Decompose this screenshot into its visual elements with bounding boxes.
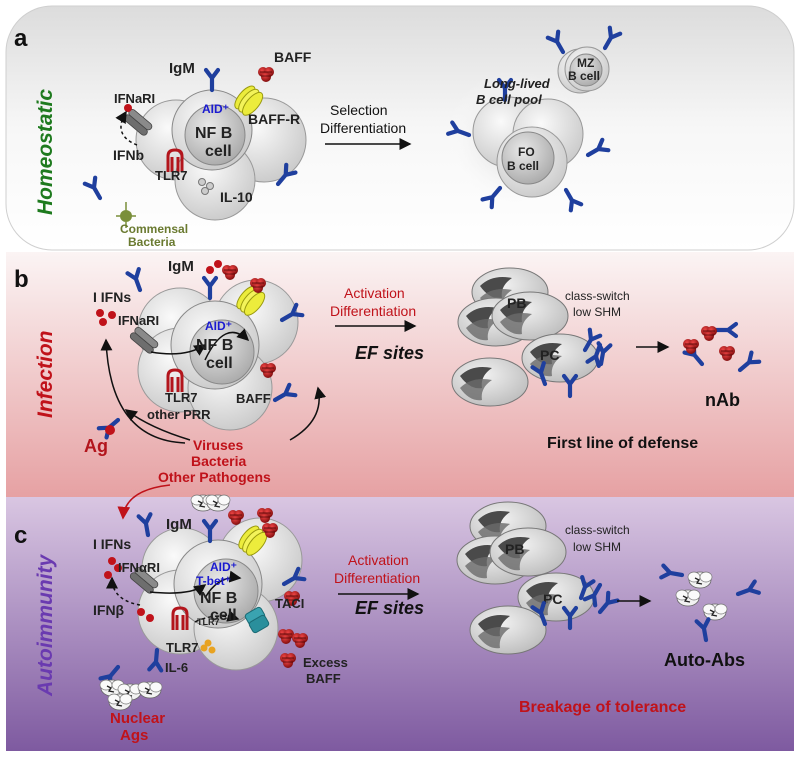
b-cell-cluster-a <box>135 89 307 221</box>
label-c-il6: IL-6 <box>165 660 188 675</box>
label-b-ifnari: IFNaRI <box>118 313 159 328</box>
label-c-i-ifns: I IFNs <box>93 536 131 552</box>
nuclear-antigen-icon <box>675 589 701 607</box>
label-b-baff: BAFF <box>236 391 271 406</box>
label-c-cs-2: low SHM <box>573 540 621 554</box>
label-c-tbet: T-bet⁺ <box>196 574 231 588</box>
label-c-cell-2: cell <box>210 607 237 624</box>
label-baff-r: BAFF-R <box>248 111 300 127</box>
label-b-aid: AID⁺ <box>205 319 232 333</box>
panel-c-side-label: Autoimmunity <box>34 554 57 697</box>
label-b-igm: IgM <box>168 258 194 275</box>
label-b-ef-sites: EF sites <box>355 343 424 363</box>
label-b-cell-1: NF B <box>196 337 233 354</box>
label-c-taci: TACI <box>275 596 304 611</box>
label-c-cell-1: NF B <box>200 590 237 607</box>
label-c-nuclear-1: Nuclear <box>110 710 165 727</box>
label-c-pb: PB <box>505 541 524 557</box>
arrow-b-label-1: Activation <box>344 285 405 301</box>
label-c-ifnb: IFNβ <box>93 602 125 618</box>
label-b-other-prr: other PRR <box>147 407 211 422</box>
label-b-cs-1: class-switch <box>565 289 630 303</box>
label-mz-2: B cell <box>568 69 600 83</box>
label-fo-2: B cell <box>507 159 539 173</box>
label-ifnb: IFNb <box>113 147 144 163</box>
label-c-ifnari: IFNαRI <box>118 560 160 575</box>
label-b-nab: nAb <box>705 390 740 410</box>
panel-b-letter: b <box>14 266 29 293</box>
label-c-autoabs: Auto-Abs <box>664 650 745 670</box>
label-b-pb: PB <box>507 295 526 311</box>
label-mz-1: MZ <box>577 56 594 70</box>
nuclear-antigen-icon <box>702 603 728 621</box>
panel-a-side-label: Homeostatic <box>34 89 57 215</box>
arrow-a-label-1: Selection <box>330 102 388 118</box>
label-b-ag: Ag <box>84 436 108 456</box>
arrow-b-label-2: Differentiation <box>330 303 416 319</box>
panel-b-bg <box>6 252 794 497</box>
label-b-tlr7: TLR7 <box>165 390 198 405</box>
label-b-pc: PC <box>540 347 559 363</box>
ifn-dot <box>124 104 132 112</box>
long-lived-pool <box>472 46 610 198</box>
label-c-cs-1: class-switch <box>565 523 630 537</box>
arrow-c-label-1: Activation <box>348 552 409 568</box>
arrow-c-label-2: Differentiation <box>334 570 420 586</box>
label-c-tolerance: Breakage of tolerance <box>519 699 686 716</box>
panel-c-bg <box>6 497 794 751</box>
label-commensal-2: Bacteria <box>128 235 176 249</box>
label-pool-1: Long-lived <box>484 76 551 91</box>
label-baff: BAFF <box>274 49 312 65</box>
arrow-a-label-2: Differentiation <box>320 120 406 136</box>
label-cell-1: NF B <box>195 125 232 142</box>
label-b-i-ifns: I IFNs <box>93 289 131 305</box>
pathogen-label-2: Bacteria <box>191 453 246 469</box>
panel-a-letter: a <box>14 25 28 52</box>
label-c-excess-1: Excess <box>303 655 348 670</box>
label-c-aid: AID⁺ <box>210 560 237 574</box>
label-c-pc: PC <box>543 591 562 607</box>
label-c-nuclear-2: Ags <box>120 727 148 744</box>
label-igm: IgM <box>169 60 195 77</box>
label-c-tlr7-small: TLR7 <box>197 617 220 627</box>
label-c-excess-2: BAFF <box>306 671 341 686</box>
label-cell-2: cell <box>205 143 232 160</box>
label-il10: IL-10 <box>220 189 253 205</box>
label-b-cell-2: cell <box>206 355 233 372</box>
pathogen-label-1: Viruses <box>193 437 244 453</box>
label-commensal-1: Commensal <box>120 222 188 236</box>
nuclear-antigen-icon <box>687 571 713 589</box>
label-ifnari: IFNaRI <box>114 91 155 106</box>
label-aid: AID⁺ <box>202 102 229 116</box>
label-tlr7: TLR7 <box>155 168 188 183</box>
label-c-ef-sites: EF sites <box>355 598 424 618</box>
panel-c-letter: c <box>14 522 27 549</box>
label-c-tlr7: TLR7 <box>166 640 199 655</box>
label-b-defense: First line of defense <box>547 435 698 452</box>
label-b-cs-2: low SHM <box>573 305 621 319</box>
label-pool-2: B cell pool <box>476 92 542 107</box>
label-c-igm: IgM <box>166 516 192 533</box>
panel-b-side-label: Infection <box>34 331 57 419</box>
pathogen-label-3: Other Pathogens <box>158 469 271 485</box>
commensal-bacteria-icon <box>120 210 132 222</box>
label-fo-1: FO <box>518 145 535 159</box>
